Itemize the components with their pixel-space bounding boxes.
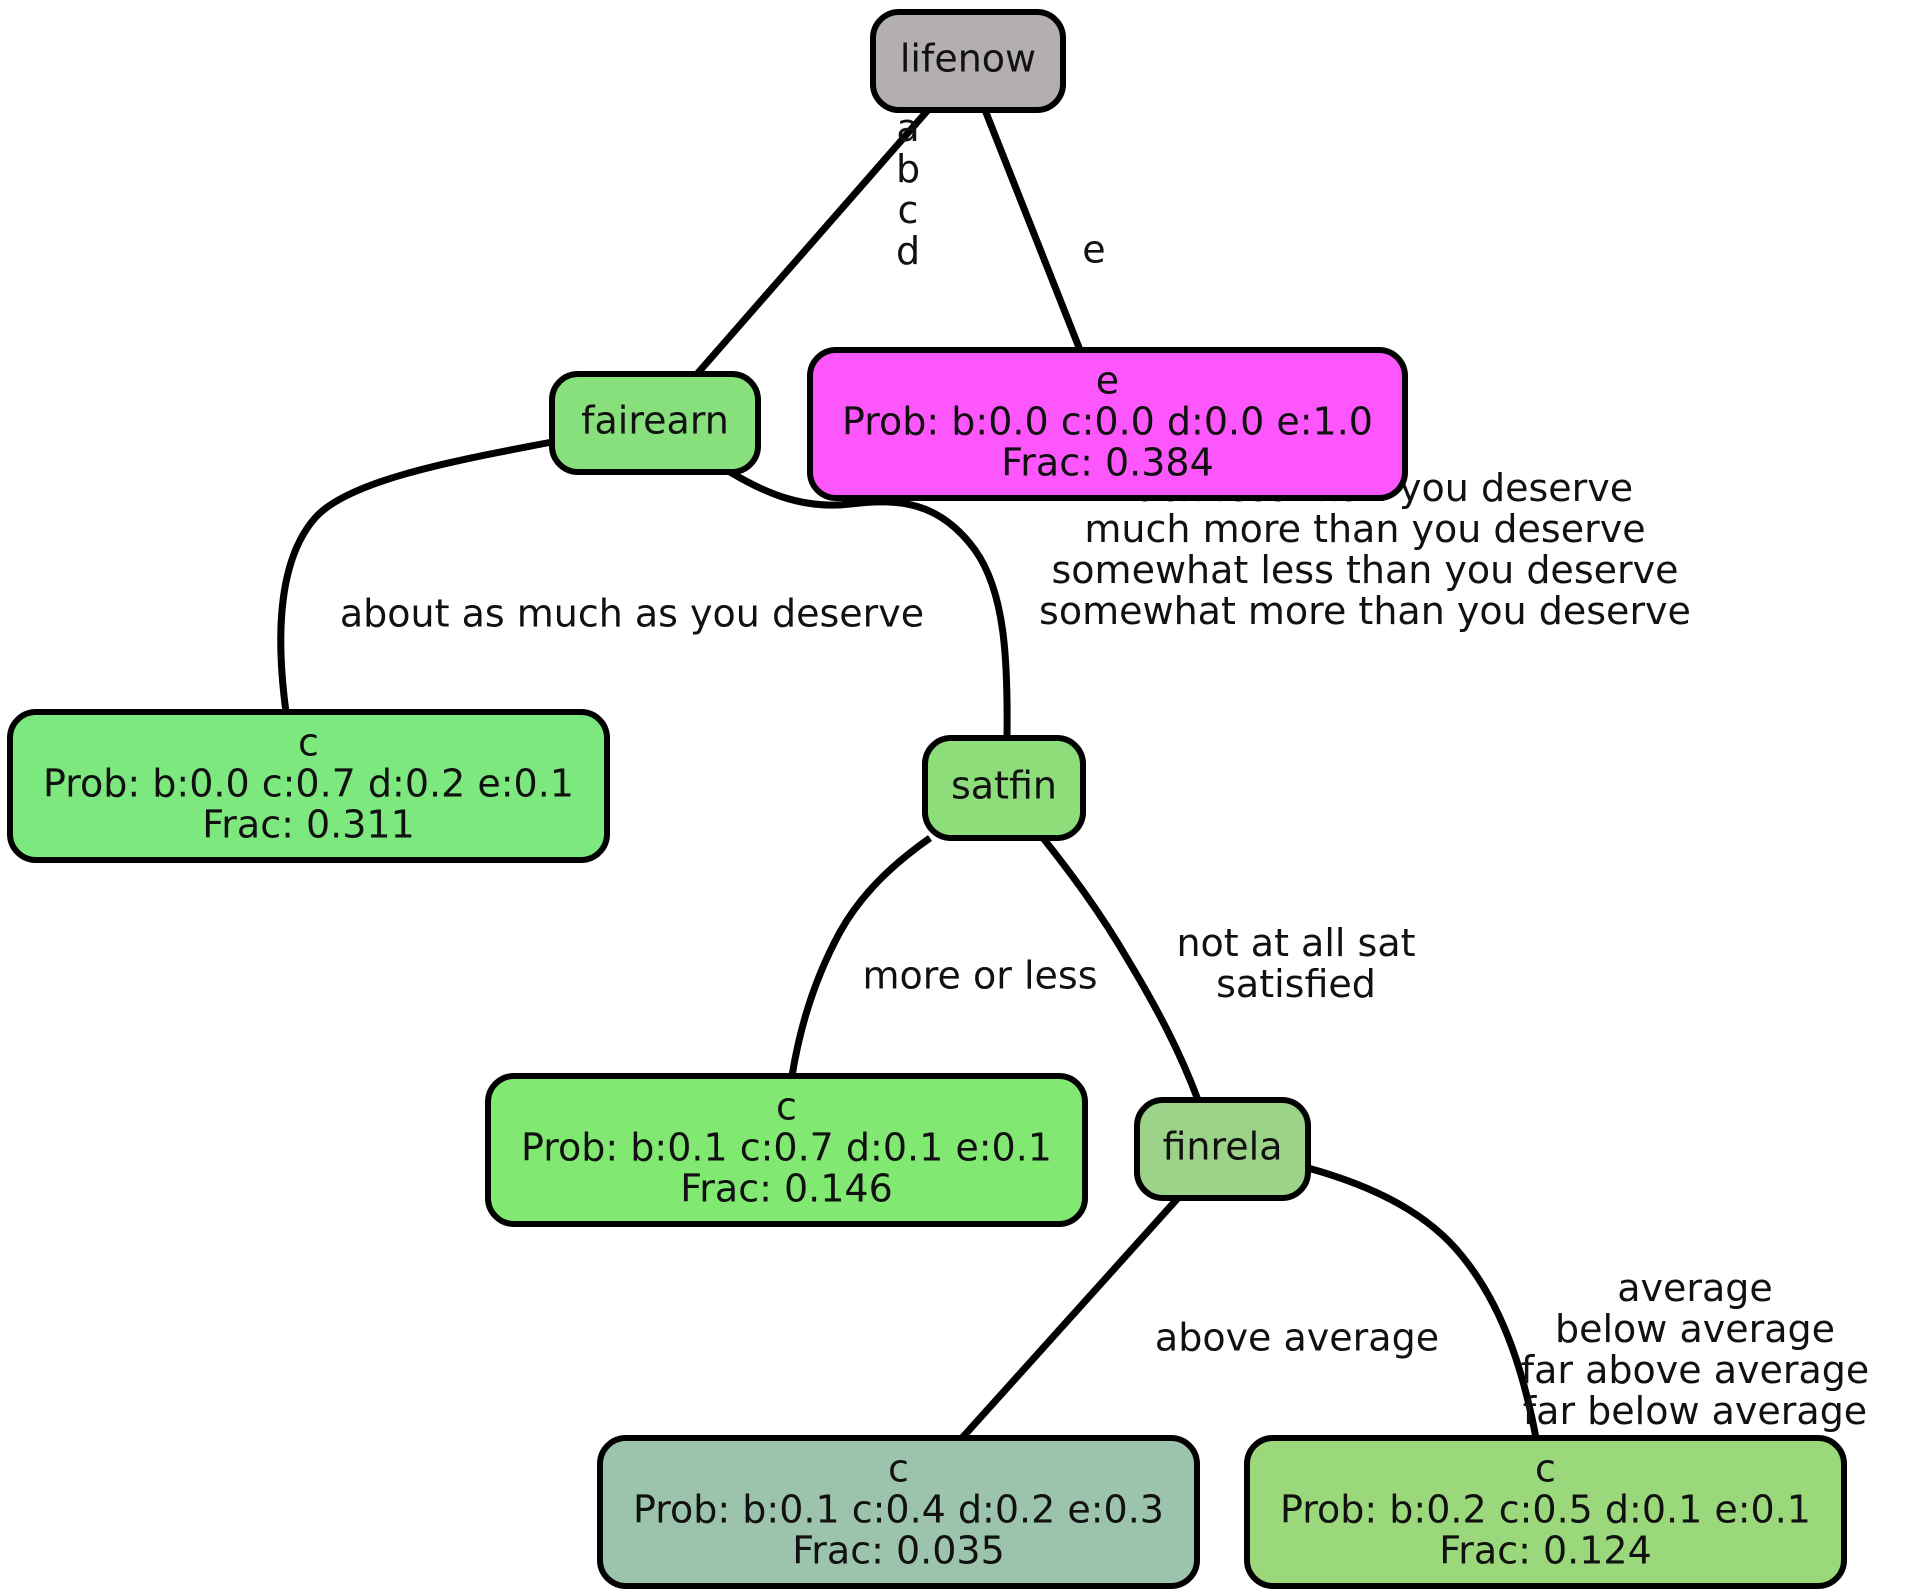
node-box xyxy=(807,347,1408,501)
edge-label-line: a xyxy=(896,106,919,150)
edge-lifenow-to-fairearn xyxy=(694,107,931,377)
edge-label-line: above average xyxy=(1155,1316,1439,1360)
edge-label-line: satisfied xyxy=(1216,962,1376,1006)
node-title: e xyxy=(1096,359,1119,403)
edge-line xyxy=(959,1195,1181,1441)
edge-line xyxy=(981,108,1084,352)
node-finrela: finrela xyxy=(1134,1097,1311,1201)
edge-label-line: b xyxy=(896,147,920,191)
edge-label-lifenow-to-leaf_e: e xyxy=(1082,228,1105,272)
node-satfin: satfin xyxy=(922,735,1086,841)
node-detail: Prob: b:0.0 c:0.0 d:0.0 e:1.0 xyxy=(842,400,1373,444)
edge-label-line: far below average xyxy=(1523,1389,1867,1433)
node-detail: Prob: b:0.2 c:0.5 d:0.1 e:0.1 xyxy=(1280,1488,1811,1532)
node-detail: Prob: b:0.0 c:0.7 d:0.2 e:0.1 xyxy=(43,762,574,806)
edge-label-line: d xyxy=(896,229,920,273)
edge-label-finrela-to-leaf_c3: above average xyxy=(1155,1316,1439,1360)
edge-label-line: more or less xyxy=(863,954,1098,998)
node-lifenow: lifenow xyxy=(870,9,1066,113)
edge-label-line: much more than you deserve xyxy=(1084,507,1645,551)
node-detail: Prob: b:0.1 c:0.7 d:0.1 e:0.1 xyxy=(521,1126,1052,1170)
node-title: c xyxy=(888,1447,909,1491)
edge-lifenow-to-leaf_e xyxy=(981,108,1084,352)
node-title: c xyxy=(776,1085,797,1129)
node-box xyxy=(922,735,1086,841)
edge-fairearn-to-satfin xyxy=(728,468,1011,739)
edge-satfin-to-finrela xyxy=(1040,835,1202,1102)
edge-label-line: below average xyxy=(1555,1307,1835,1351)
node-box xyxy=(1244,1435,1847,1589)
edge-line xyxy=(1307,1164,1540,1439)
node-box xyxy=(1134,1097,1311,1201)
node-title: lifenow xyxy=(900,37,1036,81)
edge-line xyxy=(1040,835,1202,1102)
edge-satfin-to-leaf_c2 xyxy=(788,835,933,1077)
edge-label-line: c xyxy=(898,188,919,232)
edge-label-line: not at all sat xyxy=(1176,921,1415,965)
edge-label-fairearn-to-leaf_c1: about as much as you deserve xyxy=(340,592,924,636)
edge-label-line: about as much as you deserve xyxy=(340,592,924,636)
edge-line xyxy=(694,107,931,377)
node-detail: Frac: 0.384 xyxy=(1001,441,1214,485)
node-box xyxy=(870,9,1066,113)
node-title: satfin xyxy=(951,764,1057,808)
node-fairearn: fairearn xyxy=(549,371,761,475)
node-detail: Frac: 0.311 xyxy=(202,803,415,847)
node-title: fairearn xyxy=(581,399,729,443)
edge-label-line: somewhat more than you deserve xyxy=(1039,589,1691,633)
node-detail: Frac: 0.124 xyxy=(1439,1529,1652,1573)
node-detail: Frac: 0.146 xyxy=(680,1167,893,1211)
edge-label-satfin-to-leaf_c2: more or less xyxy=(863,954,1098,998)
node-detail: Frac: 0.035 xyxy=(792,1529,1005,1573)
node-title: c xyxy=(1535,1447,1556,1491)
node-box xyxy=(7,709,610,863)
edge-label-line: somewhat less than you deserve xyxy=(1052,548,1679,592)
node-box xyxy=(485,1073,1088,1227)
edge-line xyxy=(277,438,553,713)
edge-label-line: e xyxy=(1082,228,1105,272)
node-title: c xyxy=(298,721,319,765)
edge-finrela-to-leaf_c3 xyxy=(959,1195,1181,1441)
edge-fairearn-to-leaf_c1 xyxy=(277,438,553,713)
edge-line xyxy=(788,835,933,1077)
node-title: finrela xyxy=(1162,1125,1282,1169)
edge-label-line: far above average xyxy=(1521,1348,1870,1392)
node-detail: Prob: b:0.1 c:0.4 d:0.2 e:0.3 xyxy=(633,1488,1164,1532)
node-box xyxy=(597,1435,1200,1589)
edge-label-line: average xyxy=(1617,1266,1773,1310)
node-box xyxy=(549,371,761,475)
edge-line xyxy=(728,468,1011,739)
edge-finrela-to-leaf_c4 xyxy=(1307,1164,1540,1439)
